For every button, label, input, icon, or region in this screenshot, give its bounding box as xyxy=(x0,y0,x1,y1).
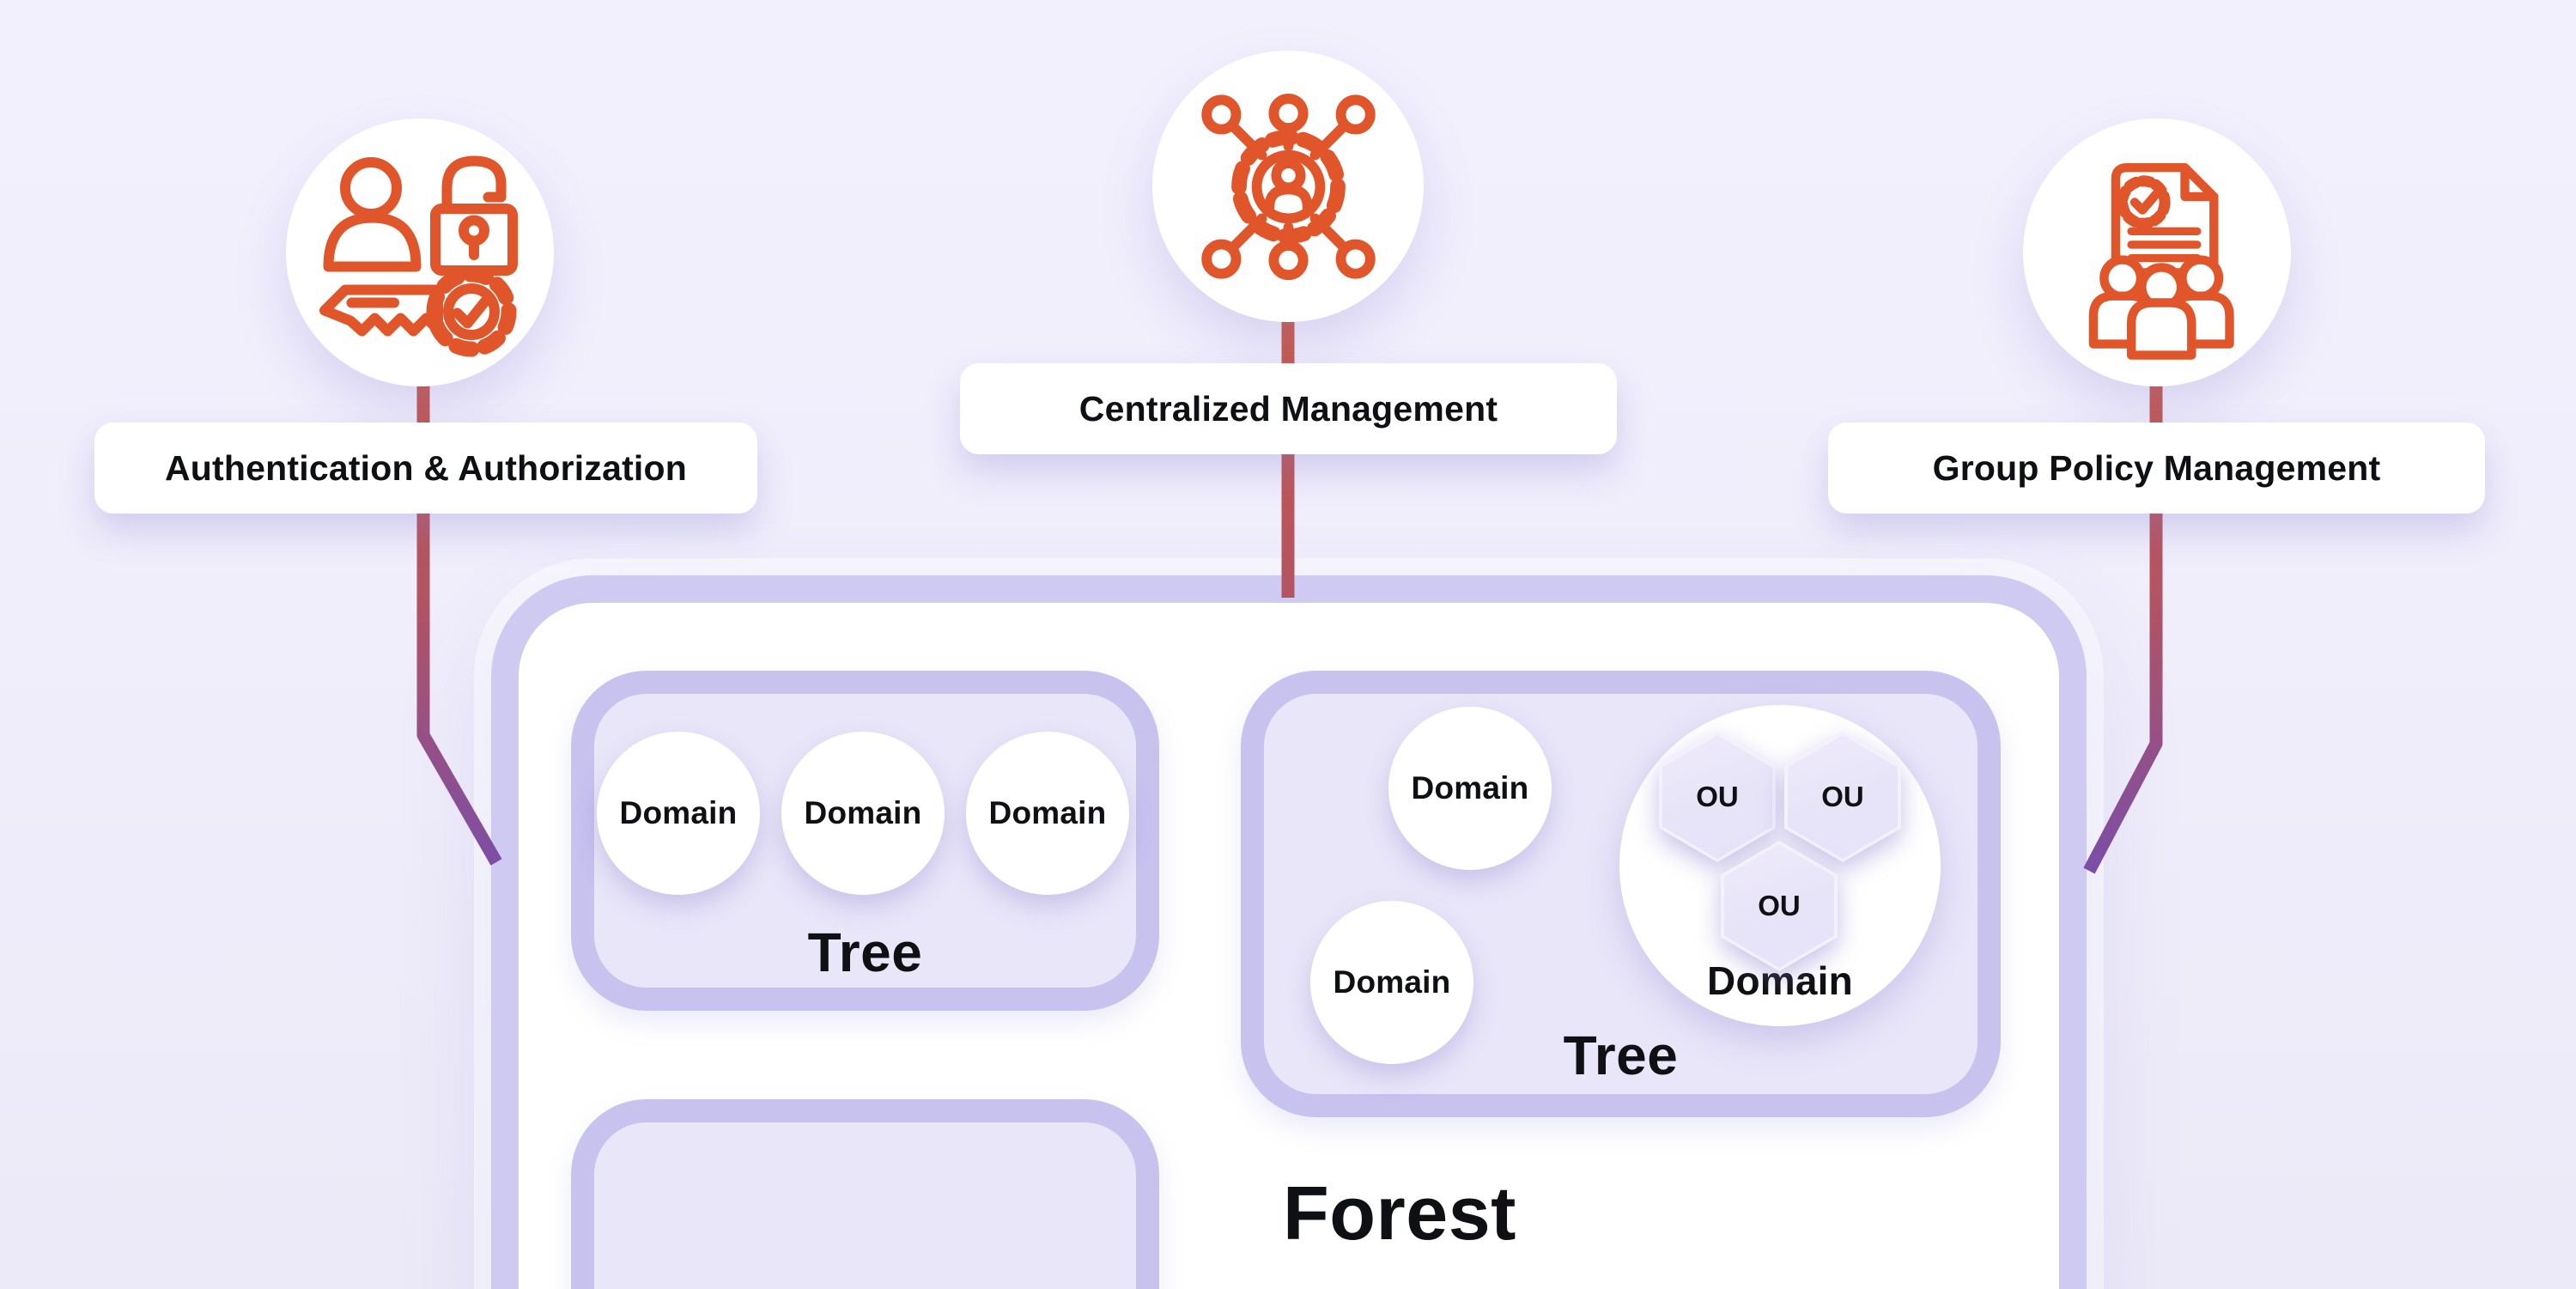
domain-node: Domain xyxy=(597,732,760,895)
ou-label: OU xyxy=(1758,890,1801,921)
tree-bottom-container xyxy=(571,1099,1159,1289)
feature-label-text: Group Policy Management xyxy=(1932,447,2381,488)
feature-circle-group-policy xyxy=(2023,119,2291,386)
hexagon-shape: OU xyxy=(1721,841,1838,971)
feature-label-centralized: Centralized Management xyxy=(960,363,1617,454)
user-lock-key-icon xyxy=(319,155,518,357)
feature-circle-authentication xyxy=(286,119,554,386)
domain-label: Domain xyxy=(1411,770,1529,806)
feature-circle-centralized xyxy=(1152,51,1424,322)
tree-left-label: Tree xyxy=(807,921,923,983)
ou-hexagon: OU xyxy=(1721,841,1838,971)
feature-label-authentication: Authentication & Authorization xyxy=(94,423,757,514)
domain-node: Domain xyxy=(1310,901,1473,1064)
ou-label: OU xyxy=(1696,781,1739,812)
feature-label-group-policy: Group Policy Management xyxy=(1828,423,2485,514)
policy-document-users-icon xyxy=(2088,163,2234,360)
domain-label: Domain xyxy=(1333,964,1451,1000)
feature-label-text: Authentication & Authorization xyxy=(164,447,688,488)
ou-hexagon: OU xyxy=(1659,732,1776,862)
tree-right-label: Tree xyxy=(1563,1025,1679,1086)
domain-label: Domain xyxy=(619,795,738,830)
domain-node: Domain xyxy=(966,732,1129,895)
domain-node: Domain xyxy=(781,732,945,895)
forest-label: Forest xyxy=(1283,1170,1516,1256)
domain-label: Domain xyxy=(804,795,922,830)
domain-node: Domain xyxy=(1388,707,1552,870)
domain-label: Domain xyxy=(988,795,1107,830)
feature-label-text: Centralized Management xyxy=(1078,388,1498,429)
ou-hexagon: OU xyxy=(1784,732,1901,862)
ou-label: OU xyxy=(1821,781,1864,812)
user-gear-network-icon xyxy=(1200,93,1376,280)
